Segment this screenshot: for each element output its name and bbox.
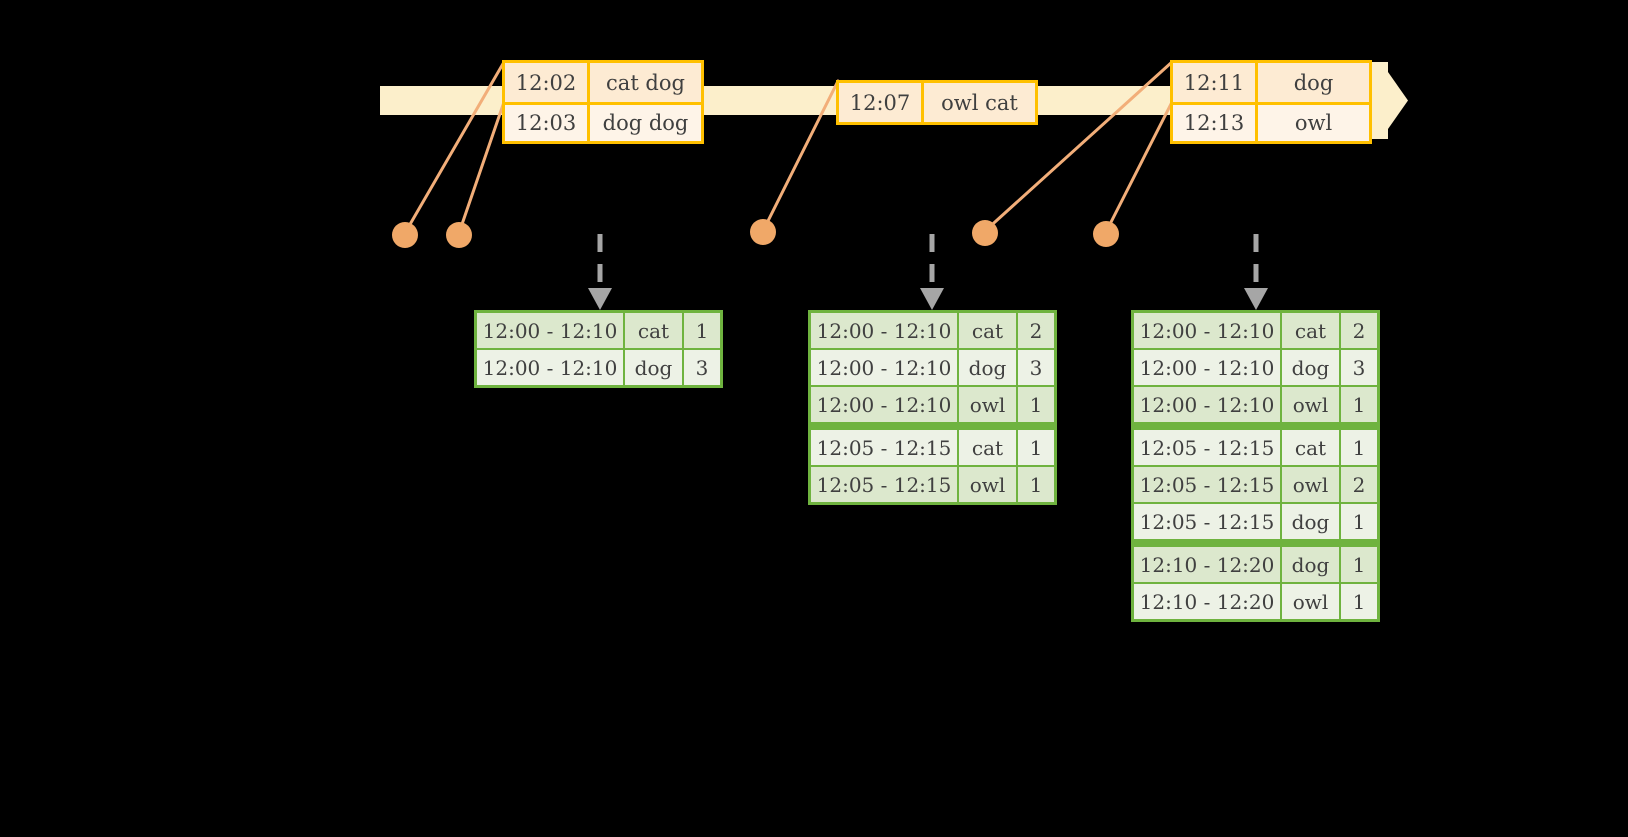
cell-count: 1 — [1018, 387, 1054, 422]
cell-window: 12:00 - 12:10 — [477, 350, 623, 385]
cell-word: owl — [1282, 584, 1339, 619]
cell-count: 1 — [1018, 430, 1054, 465]
dashed-arrows — [597, 234, 1259, 288]
event-row[interactable]: 12:07 owl cat — [839, 83, 1035, 122]
event-row[interactable]: 12:03 dog dog — [505, 102, 701, 141]
event-time: 12:03 — [505, 105, 590, 141]
event-box-group-1[interactable]: 12:02 cat dog 12:03 dog dog — [502, 60, 704, 144]
cell-word: owl — [1282, 467, 1339, 502]
cell-window: 12:10 - 12:20 — [1134, 547, 1280, 582]
event-words: dog dog — [590, 105, 701, 141]
event-dot-4 — [972, 220, 998, 246]
event-words: dog — [1258, 63, 1369, 102]
dashed-arrow-heads — [588, 288, 1268, 310]
event-time: 12:13 — [1173, 105, 1258, 141]
cell-count: 2 — [1341, 467, 1377, 502]
cell-window: 12:10 - 12:20 — [1134, 584, 1280, 619]
cell-word: cat — [1282, 430, 1339, 465]
cell-window: 12:00 - 12:10 — [811, 387, 957, 422]
event-box-group-3[interactable]: 12:11 dog 12:13 owl — [1170, 60, 1372, 144]
cell-count: 1 — [684, 313, 720, 348]
cell-window: 12:00 - 12:10 — [1134, 350, 1280, 385]
event-dot-3 — [750, 219, 776, 245]
cell-window: 12:05 - 12:15 — [1134, 430, 1280, 465]
cell-count: 1 — [1341, 584, 1377, 619]
event-time: 12:11 — [1173, 63, 1258, 102]
event-dot-1 — [392, 222, 418, 248]
event-time: 12:07 — [839, 83, 924, 122]
connector-line-2 — [457, 100, 506, 235]
cell-count: 1 — [1341, 504, 1377, 539]
cell-word: cat — [625, 313, 682, 348]
cell-window: 12:00 - 12:10 — [1134, 313, 1280, 348]
table-group-separator — [1134, 541, 1377, 545]
cell-count: 2 — [1341, 313, 1377, 348]
cell-word: cat — [959, 430, 1016, 465]
dashed-arrow-2-head — [920, 288, 944, 310]
cell-word: dog — [625, 350, 682, 385]
cell-window: 12:00 - 12:10 — [477, 313, 623, 348]
connector-line-1 — [403, 60, 506, 235]
cell-count: 3 — [1018, 350, 1054, 385]
event-box-group-2[interactable]: 12:07 owl cat — [836, 80, 1038, 125]
dashed-arrow-1-head — [588, 288, 612, 310]
event-row[interactable]: 12:02 cat dog — [505, 63, 701, 102]
cell-count: 3 — [1341, 350, 1377, 385]
cell-count: 1 — [1341, 547, 1377, 582]
event-time: 12:02 — [505, 63, 590, 102]
cell-count: 1 — [1341, 430, 1377, 465]
cell-word: owl — [959, 467, 1016, 502]
cell-window: 12:05 - 12:15 — [811, 467, 957, 502]
table-group-separator — [811, 424, 1054, 428]
cell-window: 12:00 - 12:10 — [811, 313, 957, 348]
cell-window: 12:00 - 12:10 — [811, 350, 957, 385]
cell-word: owl — [1282, 387, 1339, 422]
dashed-arrow-3-head — [1244, 288, 1268, 310]
cell-window: 12:00 - 12:10 — [1134, 387, 1280, 422]
event-dot-2 — [446, 222, 472, 248]
event-dot-5 — [1093, 221, 1119, 247]
event-words: cat dog — [590, 63, 701, 102]
cell-word: owl — [959, 387, 1016, 422]
cell-count: 1 — [1341, 387, 1377, 422]
cell-count: 3 — [684, 350, 720, 385]
event-words: owl cat — [924, 83, 1035, 122]
cell-count: 2 — [1018, 313, 1054, 348]
table-group-separator — [1134, 424, 1377, 428]
event-row[interactable]: 12:13 owl — [1173, 102, 1369, 141]
cell-word: dog — [1282, 350, 1339, 385]
cell-word: dog — [1282, 547, 1339, 582]
cell-window: 12:05 - 12:15 — [811, 430, 957, 465]
cell-word: dog — [1282, 504, 1339, 539]
cell-word: dog — [959, 350, 1016, 385]
cell-window: 12:05 - 12:15 — [1134, 467, 1280, 502]
cell-window: 12:05 - 12:15 — [1134, 504, 1280, 539]
event-row[interactable]: 12:11 dog — [1173, 63, 1369, 102]
event-words: owl — [1258, 105, 1369, 141]
cell-count: 1 — [1018, 467, 1054, 502]
event-dots — [392, 219, 1119, 248]
cell-word: cat — [1282, 313, 1339, 348]
connector-line-5 — [1104, 100, 1174, 234]
cell-word: cat — [959, 313, 1016, 348]
connector-line-3 — [761, 79, 840, 233]
